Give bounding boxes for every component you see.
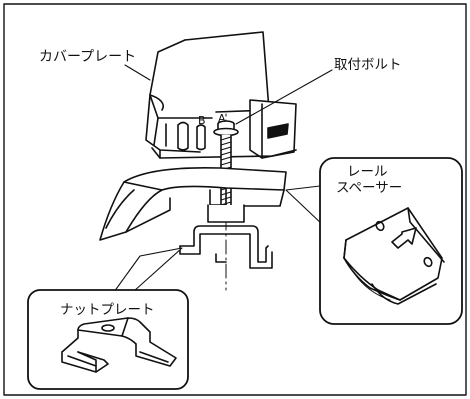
nut-plate-assembled: [179, 204, 273, 269]
hole-mark-a: A: [218, 112, 226, 125]
hole-mark-b: B: [198, 114, 206, 127]
nut-plate-label: ナットプレート: [60, 302, 155, 318]
mounting-bolt-label: 取付ボルト: [334, 57, 402, 73]
direction-arrow-icon: [391, 227, 417, 249]
rail-spacer-label-line1: レール: [347, 164, 388, 180]
leader-lines: [113, 64, 333, 301]
rail-spacer-label-line2: スペーサー: [336, 180, 403, 196]
nut-plate-illustration: [61, 317, 177, 373]
rail-spacer-callout: [319, 157, 463, 325]
cover-plate-label: カバープレート: [39, 49, 137, 65]
diagram-frame: [3, 3, 467, 396]
rail-part: [99, 166, 287, 241]
cover-plate-part: [145, 31, 297, 159]
nut-plate-callout: [27, 289, 189, 390]
